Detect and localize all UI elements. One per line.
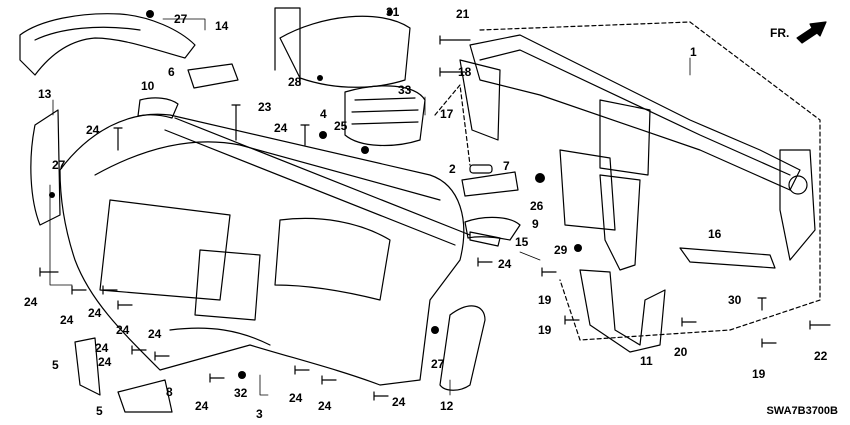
callout-label: 4 (320, 107, 327, 121)
callout-label: 24 (86, 123, 100, 137)
callout-label: 17 (440, 107, 454, 121)
callout-label: 21 (456, 7, 470, 21)
callout-label: 16 (708, 227, 722, 241)
bolts (39, 35, 831, 401)
callout-label: 27 (52, 158, 66, 172)
trim-7 (461, 171, 519, 197)
callout-label: 26 (530, 199, 544, 213)
trim-9 (464, 216, 521, 241)
callout-label: 24 (289, 391, 303, 405)
callout-label: 24 (148, 327, 162, 341)
callout-label: 24 (392, 395, 406, 409)
callout-label: 22 (814, 349, 828, 363)
callout-label: 24 (95, 341, 109, 355)
direction-label: FR. (770, 26, 790, 40)
callout-label: 15 (515, 235, 529, 249)
callout-label: 29 (554, 243, 568, 257)
callout-label: 3 (256, 407, 263, 421)
callout-label: 30 (728, 293, 742, 307)
callout-label: 24 (88, 306, 102, 320)
upper-cover (19, 13, 196, 76)
fr-arrow (796, 21, 827, 44)
callout-label: 31 (386, 5, 400, 19)
callout-label: 24 (318, 399, 332, 413)
hanger-beam (469, 34, 801, 191)
callout-label: 5 (52, 358, 59, 372)
lid (187, 63, 239, 89)
callout-label: 6 (168, 65, 175, 79)
callout-label: 27 (174, 12, 188, 26)
callout-label: 19 (538, 323, 552, 337)
callout-label: 5 (96, 404, 103, 418)
callout-label: 8 (166, 385, 173, 399)
callout-label: 18 (458, 65, 472, 79)
trim-15 (469, 231, 501, 247)
callout-label: 25 (334, 119, 348, 133)
side-panel-left (30, 109, 61, 226)
callout-label: 24 (24, 295, 38, 309)
callout-label: 12 (440, 399, 454, 413)
callout-label: 2 (449, 162, 456, 176)
callout-label: 24 (274, 121, 288, 135)
dashboard-body (59, 113, 465, 386)
callout-label: 13 (38, 87, 52, 101)
bracket-16 (679, 247, 776, 269)
callout-label: 24 (498, 257, 512, 271)
callout-label: 7 (503, 159, 510, 173)
callout-label: 20 (674, 345, 688, 359)
callout-label: 33 (398, 83, 412, 97)
callout-label: 24 (98, 355, 112, 369)
center-stay (599, 99, 651, 176)
callout-label: 24 (60, 313, 74, 327)
callout-label: 9 (532, 217, 539, 231)
leader-lines (49, 18, 691, 396)
callout-label: 10 (141, 79, 155, 93)
airbag-cover-top (279, 15, 411, 88)
diagram-code: SWA7B3700B (766, 405, 838, 417)
callout-label: 24 (195, 399, 209, 413)
clip-2 (469, 164, 493, 174)
callout-label: 28 (288, 75, 302, 89)
callout-label: 27 (431, 357, 445, 371)
bracket-11 (579, 269, 666, 353)
callout-label: 23 (258, 100, 272, 114)
callout-label: 19 (752, 367, 766, 381)
callout-label: 14 (215, 19, 229, 33)
callout-label: 11 (640, 354, 653, 368)
knee-panel (74, 337, 101, 396)
callout-label: 19 (538, 293, 552, 307)
airbag-module (344, 85, 426, 147)
callout-label: 24 (116, 323, 130, 337)
callout-label: 32 (234, 386, 248, 400)
callout-label: 1 (690, 45, 697, 59)
glove-box-lid (439, 305, 486, 391)
